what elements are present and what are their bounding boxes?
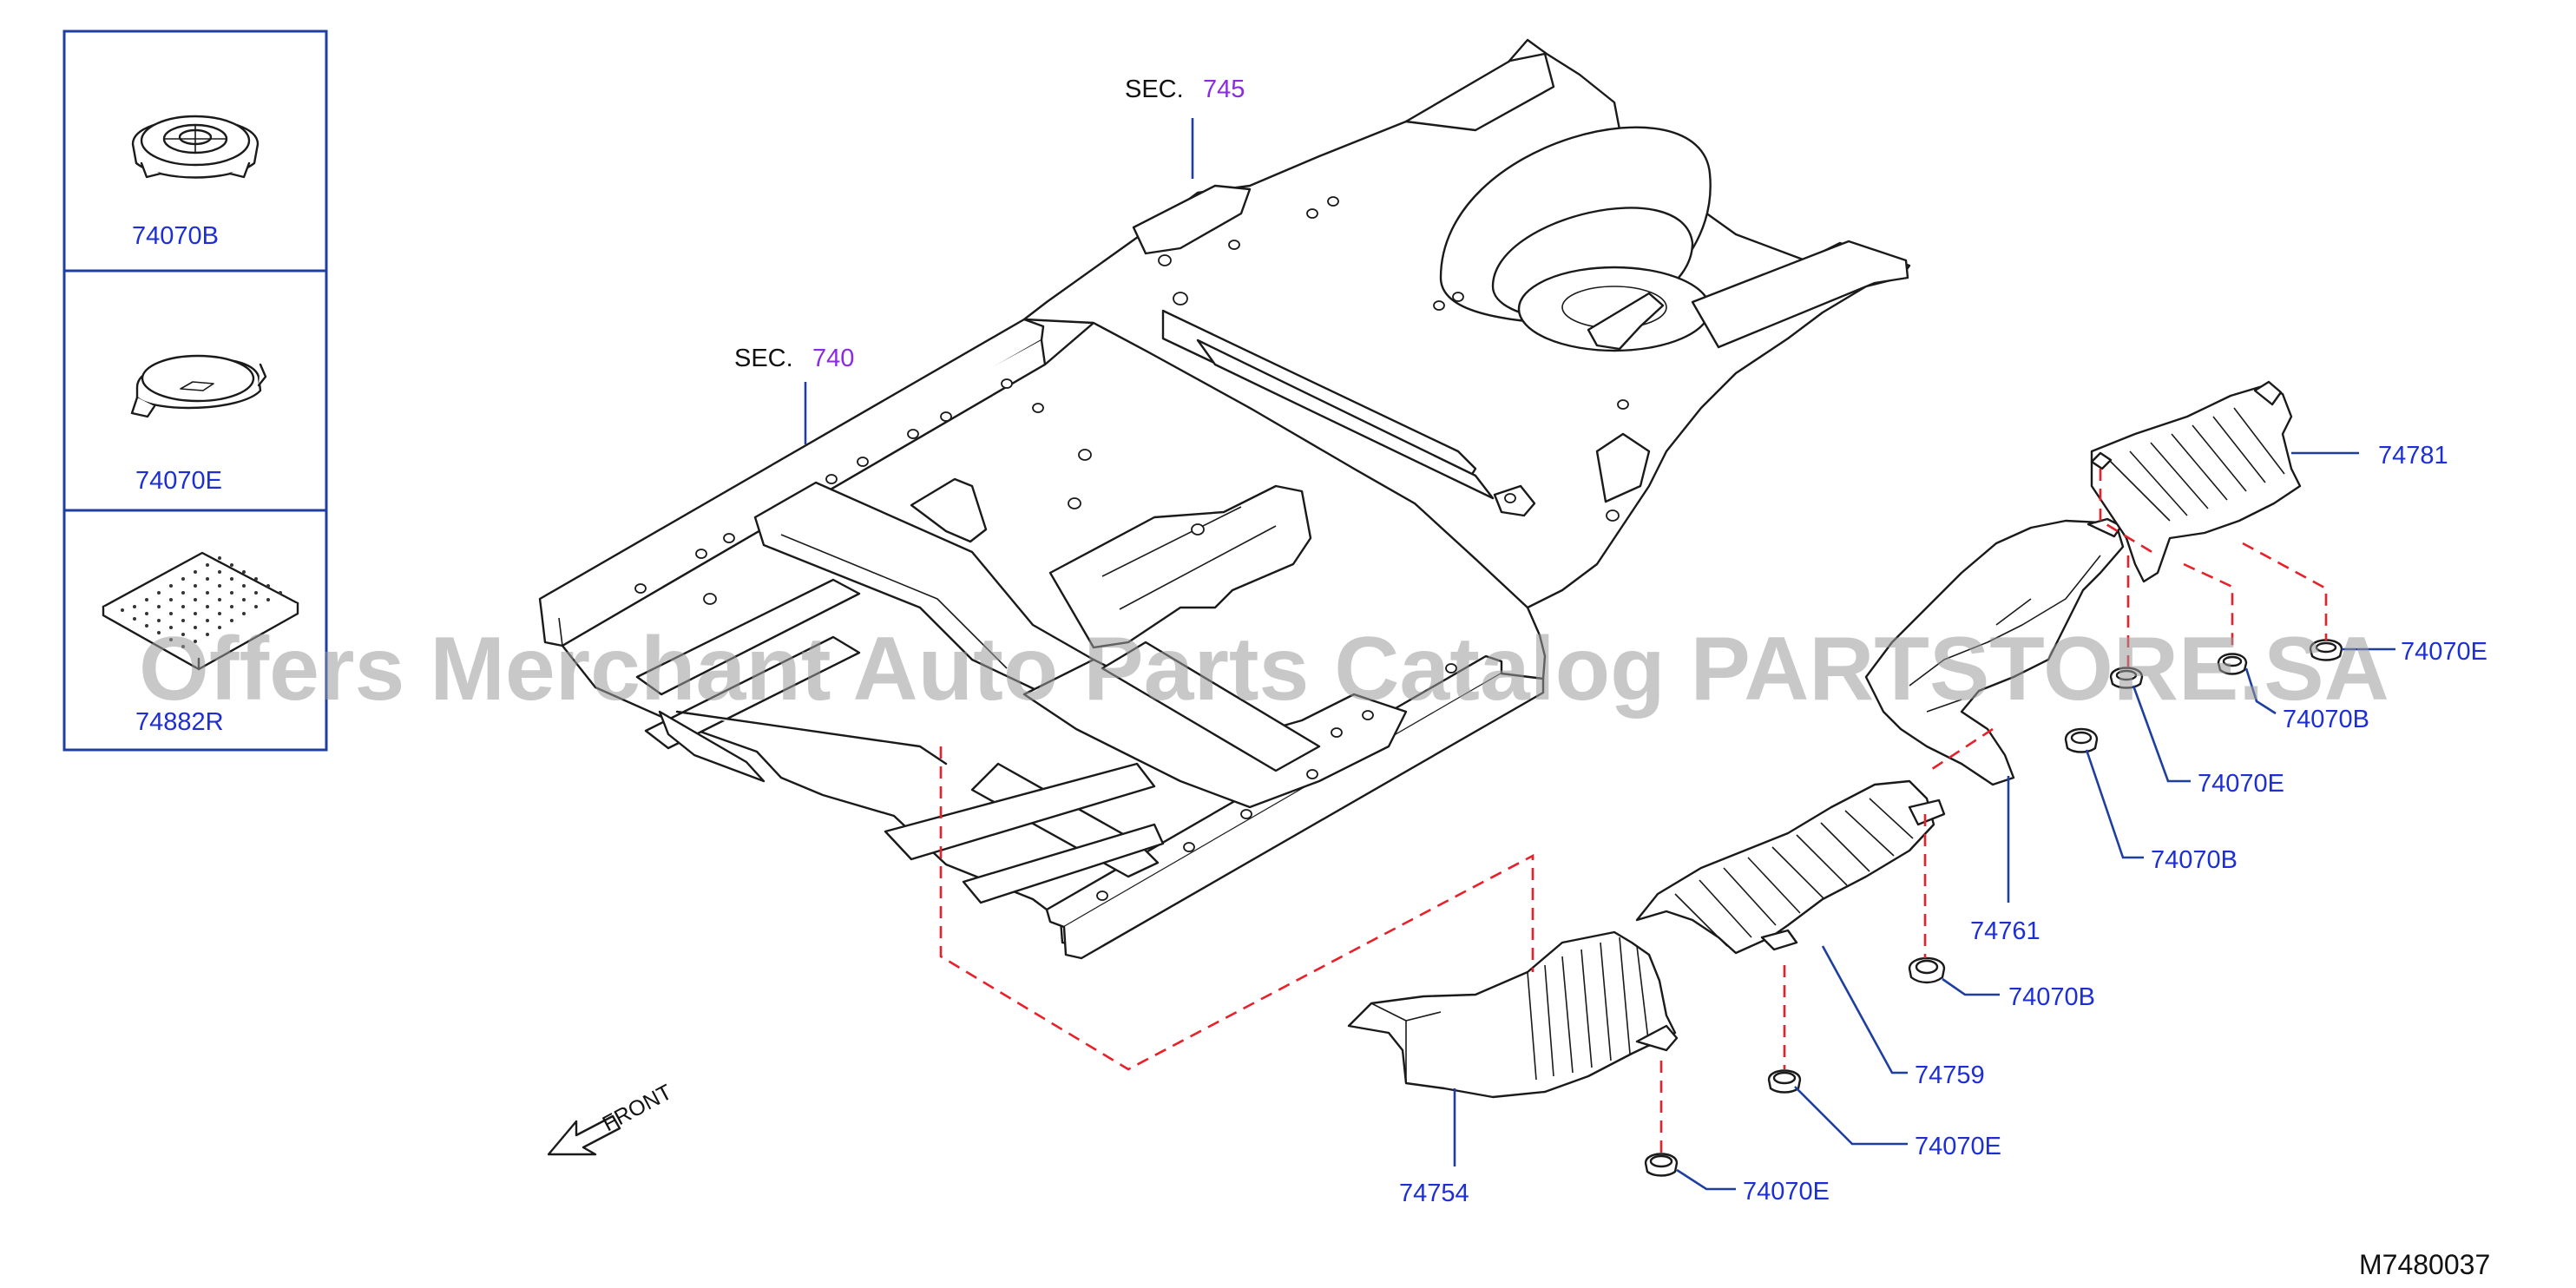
legend-74070b-label: 74070B bbox=[132, 222, 219, 250]
floor-holes bbox=[634, 378, 1457, 901]
callout-74070e-low[interactable]: 74070E bbox=[1915, 1133, 2001, 1160]
callout-74070e-rear[interactable]: 74070E bbox=[2401, 638, 2487, 666]
section-740-number[interactable]: 740 bbox=[812, 345, 854, 372]
callout-74070b-rear[interactable]: 74070B bbox=[2283, 706, 2369, 733]
leader-lines bbox=[804, 118, 2395, 1191]
section-745-number[interactable]: 745 bbox=[1203, 76, 1245, 103]
clip-74070e-low bbox=[1767, 1069, 1802, 1094]
section-745-prefix: SEC. bbox=[1125, 76, 1184, 103]
insulator-pad-icon bbox=[102, 551, 299, 671]
clip-74070e-front bbox=[1644, 1153, 1679, 1177]
grommet-74070b-rear bbox=[2217, 653, 2248, 675]
callout-74761[interactable]: 74761 bbox=[1970, 917, 2040, 945]
clip-74070e-rear bbox=[2309, 639, 2343, 661]
flat-clip-icon bbox=[130, 354, 267, 418]
clip-74070e-mid bbox=[2109, 667, 2144, 689]
watermark-text: Offers Merchant Auto Parts Catalog PARTS… bbox=[139, 619, 2389, 720]
grommet-74070b-low bbox=[1908, 956, 1946, 984]
callout-74781[interactable]: 74781 bbox=[2378, 442, 2448, 470]
diagram-code: M7480037 bbox=[2359, 1249, 2490, 1280]
heat-insulator-74759 bbox=[1635, 779, 1946, 955]
legend-panel: 74070B 74070E bbox=[62, 30, 328, 752]
front-direction-arrow: FRONT bbox=[547, 1080, 676, 1156]
callout-74070e-mid[interactable]: 74070E bbox=[2198, 770, 2284, 798]
callout-74759[interactable]: 74759 bbox=[1915, 1061, 1985, 1089]
legend-74070e-label: 74070E bbox=[135, 467, 222, 495]
heat-insulator-74761 bbox=[1864, 517, 2125, 786]
legend-74882r-label: 74882R bbox=[135, 708, 224, 736]
heat-insulator-74754 bbox=[1347, 930, 1679, 1099]
front-label: FRONT bbox=[599, 1080, 676, 1136]
callout-74754[interactable]: 74754 bbox=[1399, 1180, 1469, 1207]
floor-panel-assembly bbox=[538, 38, 1911, 960]
rear-floor-holes bbox=[1158, 196, 1629, 522]
callout-74070b-low[interactable]: 74070B bbox=[2008, 983, 2095, 1011]
round-grommet-icon bbox=[131, 115, 260, 179]
grommet-74070b-mid bbox=[2064, 727, 2099, 753]
callout-74070e-front[interactable]: 74070E bbox=[1743, 1178, 1830, 1206]
hidden-assembly-lines bbox=[939, 469, 2328, 1154]
callout-74070b-mid[interactable]: 74070B bbox=[2151, 846, 2238, 874]
section-740-prefix: SEC. bbox=[734, 345, 793, 372]
heat-insulator-74781 bbox=[2090, 380, 2302, 583]
